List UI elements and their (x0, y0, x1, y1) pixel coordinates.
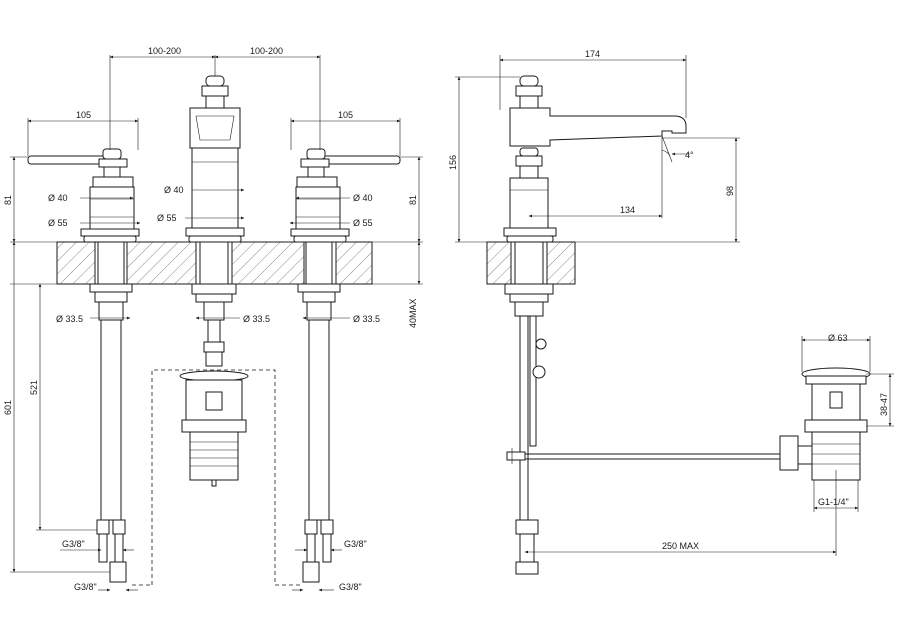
front-view: 100-200 100-200 105 105 81 81 40MAX Ø 40… (3, 46, 423, 592)
dim-height-right: 81 (408, 195, 418, 205)
side-view: 174 156 4° 98 134 Ø 63 38-47 G1-1/4" 250… (448, 49, 894, 575)
dim-hose-601: 601 (3, 400, 13, 415)
dim-handle-right: 105 (338, 110, 353, 120)
thread-upper-left: G3/8" (62, 539, 85, 549)
dim-dia55-left: Ø 55 (48, 218, 68, 228)
dim-height: 156 (448, 155, 458, 170)
dim-dia40-left: Ø 40 (48, 193, 68, 203)
thread-upper-right: G3/8" (344, 539, 367, 549)
waste-linkage-dashed (151, 369, 276, 585)
dim-handle-left: 105 (76, 110, 91, 120)
dim-dia55-right: Ø 55 (353, 218, 373, 228)
dim-dia335-left: Ø 33.5 (56, 314, 83, 324)
dim-reach: 174 (585, 49, 600, 59)
dim-rod-length: 250 MAX (662, 541, 699, 551)
thread-lower-right: G3/8" (339, 582, 362, 592)
dim-waste-thread: G1-1/4" (818, 497, 849, 507)
dim-hose-521: 521 (29, 380, 39, 395)
dim-dia40-right: Ø 40 (353, 193, 373, 203)
dim-dia335-right: Ø 33.5 (353, 314, 380, 324)
thread-lower-left: G3/8" (74, 582, 97, 592)
left-valve (27, 148, 140, 583)
dim-spout-reach: 134 (620, 205, 635, 215)
dim-dia40-center: Ø 40 (164, 185, 184, 195)
dim-waste-dia: Ø 63 (828, 333, 848, 343)
dim-spacing-right: 100-200 (250, 46, 283, 56)
center-spout (179, 75, 249, 487)
dim-waste-height: 38-47 (879, 393, 889, 416)
dim-spout-height: 98 (725, 186, 735, 196)
spout-profile (509, 107, 687, 147)
dim-dia335-center: Ø 33.5 (243, 314, 270, 324)
dim-height-left: 81 (3, 195, 13, 205)
right-valve (290, 148, 401, 583)
dim-deck-max: 40MAX (408, 298, 418, 328)
dim-angle: 4° (685, 150, 694, 160)
dim-dia55-center: Ø 55 (157, 213, 177, 223)
dim-spacing-left: 100-200 (148, 46, 181, 56)
